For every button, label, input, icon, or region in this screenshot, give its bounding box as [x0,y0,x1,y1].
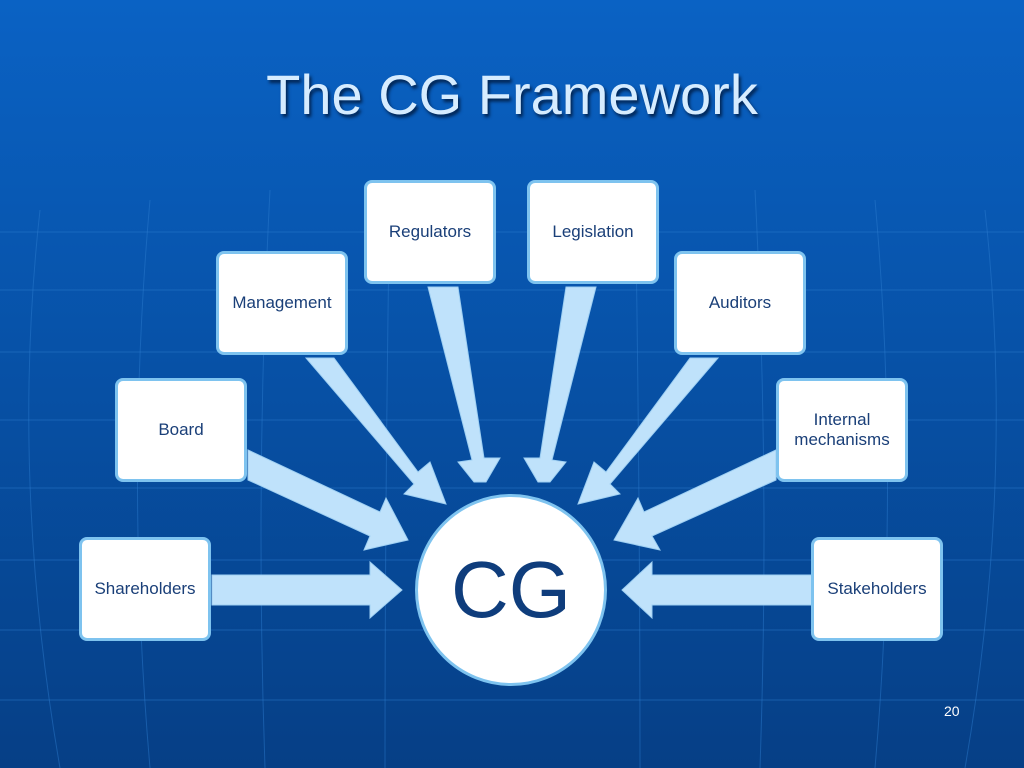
box-board-label: Board [158,420,204,439]
box-internal-mechanisms-label: Internal mechanisms [794,410,890,449]
arrow-auditors [577,357,720,505]
box-regulators: Regulators [364,180,496,284]
cg-center-circle: CG [415,494,607,686]
box-auditors: Auditors [674,251,806,355]
arrow-regulators [427,286,501,483]
box-regulators-label: Regulators [388,222,472,241]
box-internal-mechanisms: Internal mechanisms [776,378,908,482]
box-management: Management [216,251,348,355]
box-shareholders: Shareholders [79,537,211,641]
slide-title: The CG Framework [266,63,758,126]
box-shareholders-label: Shareholders [94,579,196,598]
cg-center-label: CG [451,545,571,634]
box-stakeholders: Stakeholders [811,537,943,641]
arrow-shareholders [211,560,403,620]
box-board: Board [115,378,247,482]
arrow-board [247,449,409,551]
box-stakeholders-label: Stakeholders [827,579,927,598]
arrow-legislation [523,286,597,483]
box-legislation-label: Legislation [552,222,634,241]
arrow-internal-mechanisms [613,449,777,551]
arrow-stakeholders [621,560,813,620]
box-auditors-label: Auditors [708,293,772,312]
box-legislation: Legislation [527,180,659,284]
box-management-label: Management [232,293,332,312]
arrow-management [304,357,447,505]
page-number: 20 [944,703,960,719]
